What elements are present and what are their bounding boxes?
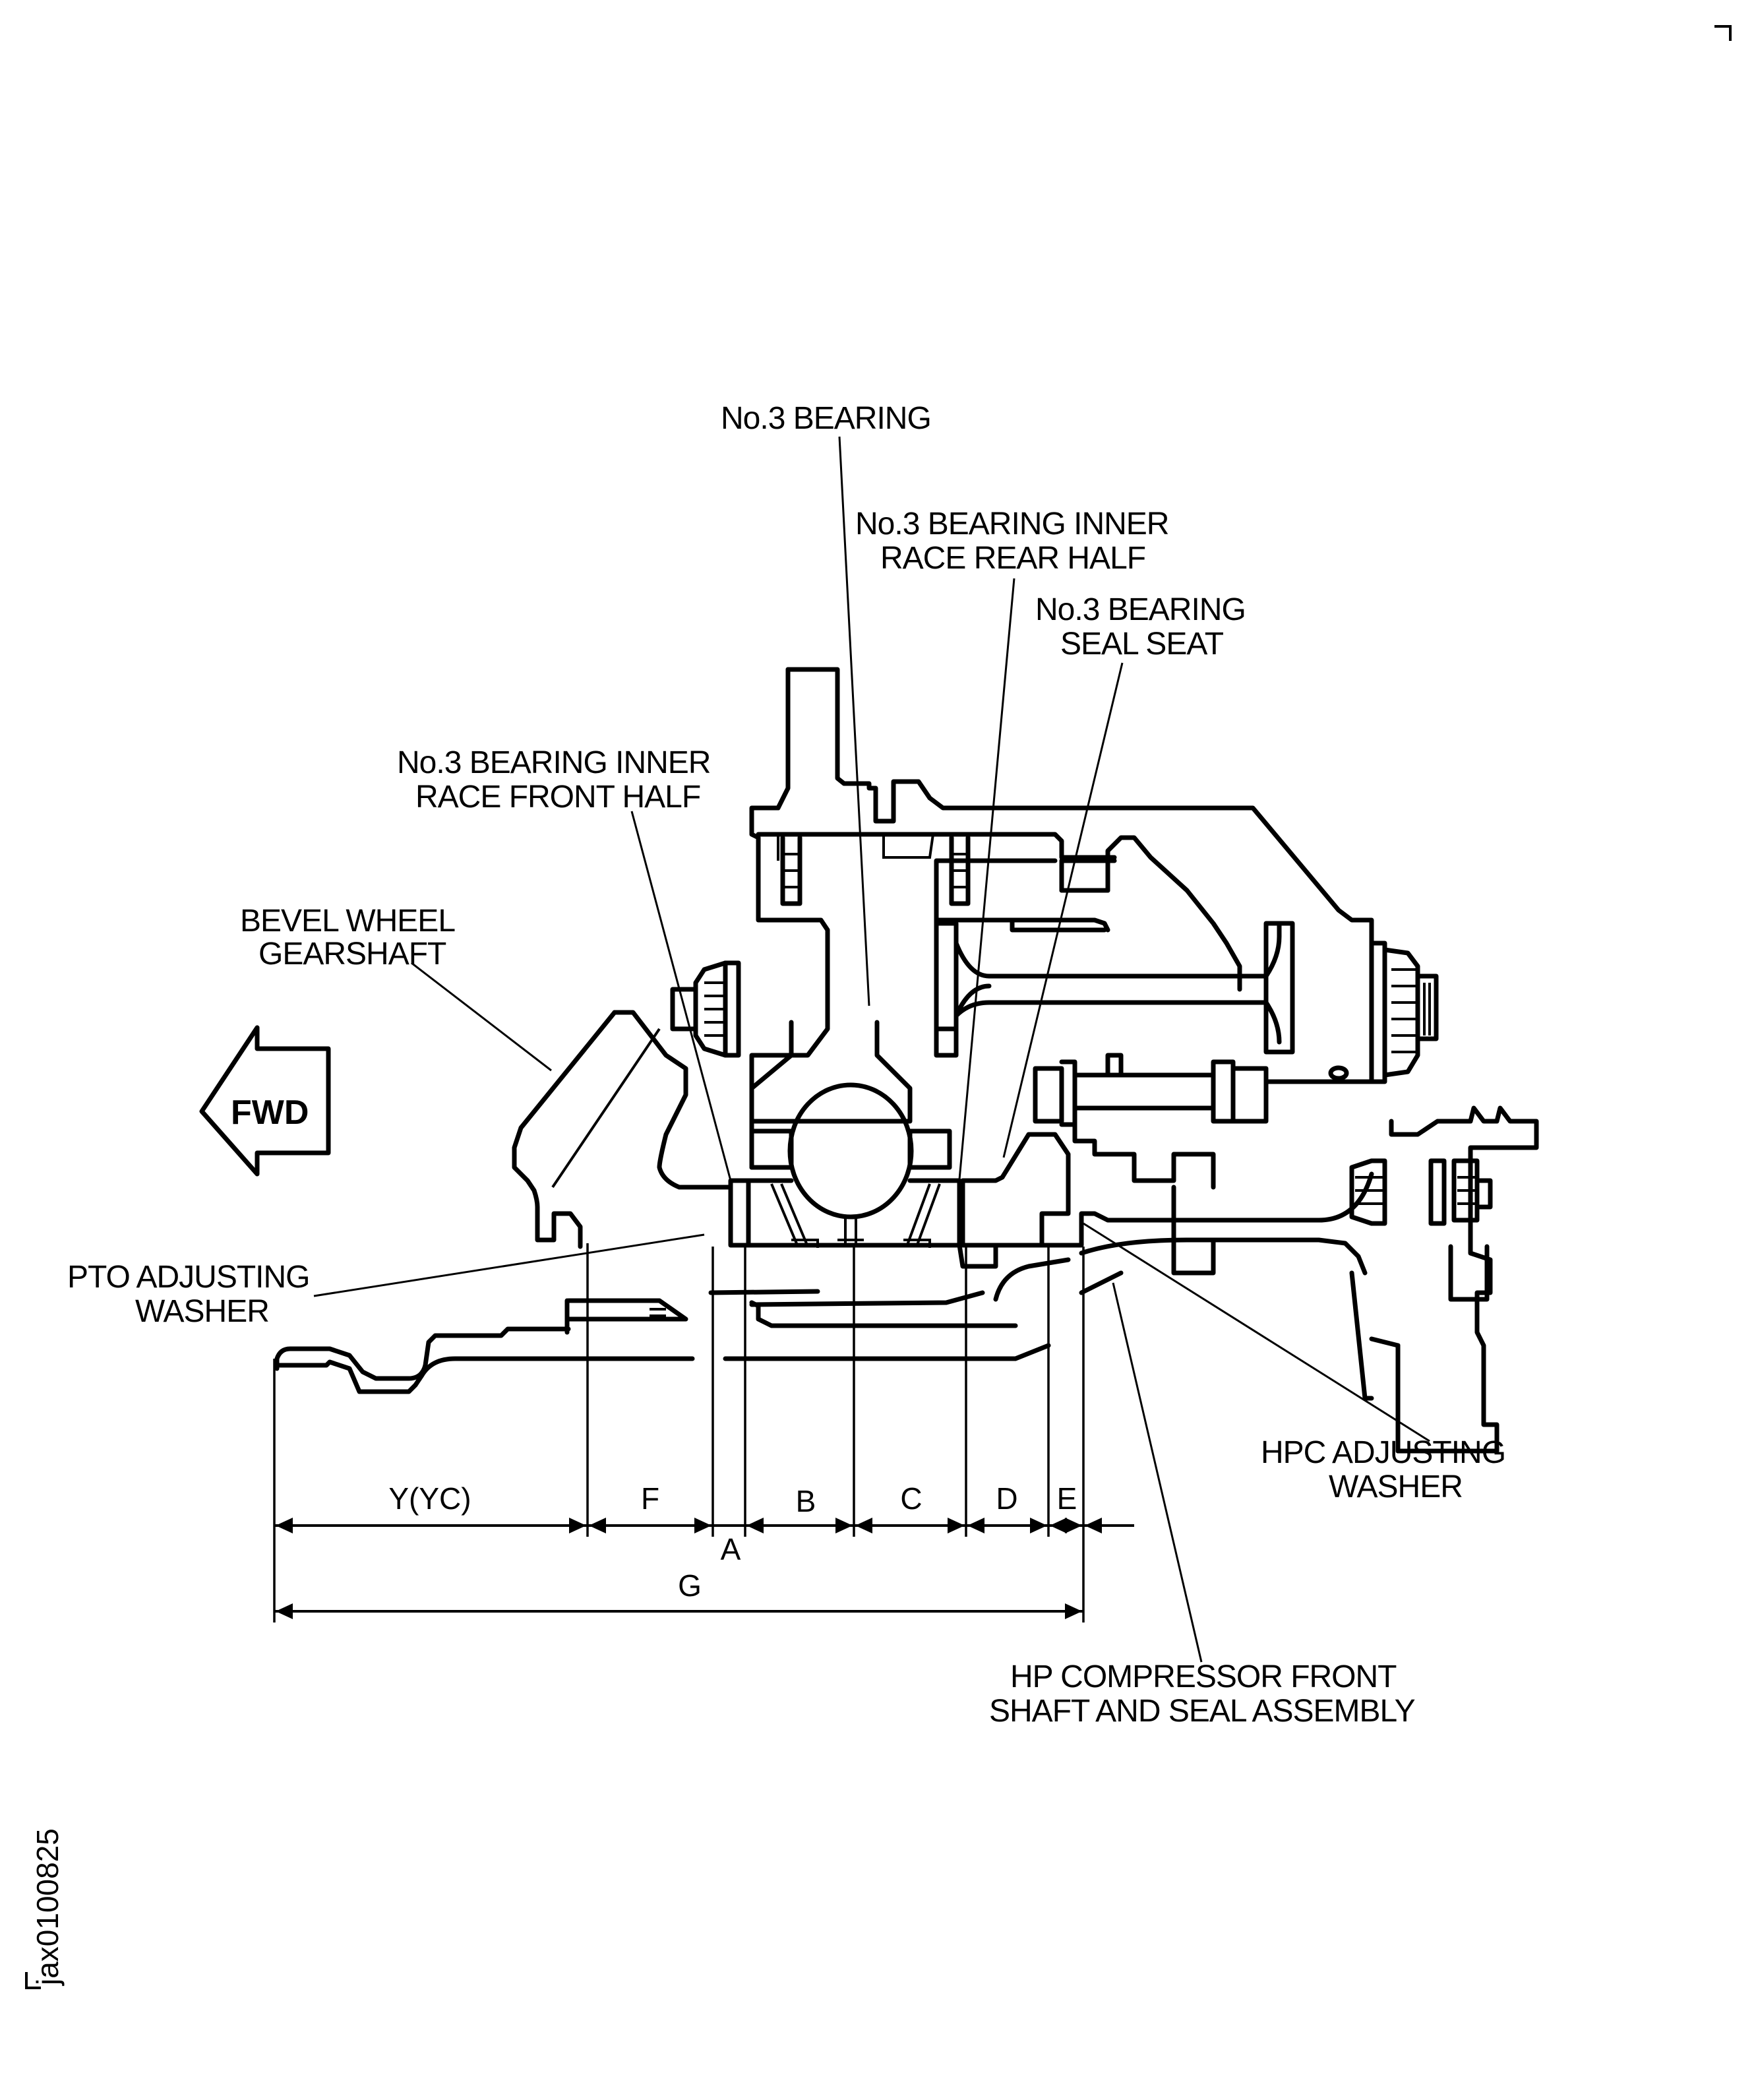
dimension-arrowhead — [746, 1518, 764, 1533]
callout-label-line1: No.3 BEARING INNER — [397, 745, 710, 780]
dimension-arrowhead — [967, 1518, 984, 1533]
callout-label-line2: WASHER — [135, 1294, 269, 1329]
dimension-label-a: A — [721, 1532, 741, 1566]
dimension-label-b: B — [796, 1484, 816, 1518]
fwd-direction-arrow: FWD — [199, 1025, 331, 1177]
callout-label-line1: No.3 BEARING INNER — [855, 507, 1168, 541]
bevel-wheel-gearshaft — [512, 1010, 733, 1249]
callout-no3-inner-race-rear-half: No.3 BEARING INNER RACE REAR HALF — [855, 507, 1169, 576]
callout-label-line2: SEAL SEAT — [1060, 627, 1224, 662]
callout-label-line2: WASHER — [1329, 1469, 1463, 1504]
pto-washer-block — [728, 1178, 751, 1248]
dimension-arrowhead — [855, 1518, 872, 1533]
race-block-right — [907, 1128, 952, 1170]
oil-port — [1328, 1065, 1349, 1081]
fwd-label: FWD — [231, 1094, 309, 1132]
callout-hp-compressor-front-shaft: HP COMPRESSOR FRONT SHAFT AND SEAL ASSEM… — [989, 1659, 1416, 1729]
hpc-flange — [1349, 1105, 1539, 1454]
callout-label-line1: HP COMPRESSOR FRONT — [1010, 1659, 1397, 1694]
dimension-arrowhead — [569, 1518, 586, 1533]
dimension-arrowhead — [589, 1518, 606, 1533]
dimension-label-d: D — [996, 1481, 1017, 1516]
figure-id: jax0100825 — [30, 1828, 65, 1987]
dimension-arrowhead — [276, 1518, 293, 1533]
leader-pto-adjusting-washer — [313, 1233, 705, 1297]
bearing-ball — [787, 1082, 914, 1220]
callout-label-line1: BEVEL WHEEL — [240, 904, 455, 939]
callout-label-line1: PTO ADJUSTING — [67, 1260, 310, 1295]
leader-inner-race-front-half — [630, 811, 732, 1181]
oil-pump-assembly — [1033, 1053, 1349, 1276]
callout-label: No.3 BEARING — [721, 401, 931, 436]
dimension-arrowhead — [1065, 1518, 1082, 1533]
leader-inner-race-rear-half — [957, 578, 1015, 1194]
bearing-support-cage — [934, 917, 1295, 1058]
leader-no3-bearing — [838, 436, 870, 1006]
callout-label-line2: RACE FRONT HALF — [415, 780, 700, 815]
leader-bevel-wheel-gearshaft — [411, 962, 552, 1072]
dimension-extension-lines — [273, 1243, 1085, 1622]
dimension-arrowhead — [1065, 1603, 1082, 1619]
callout-label-line2: RACE REAR HALF — [880, 541, 1145, 576]
dimension-arrowhead — [1085, 1518, 1102, 1533]
callout-pto-adjusting-washer: PTO ADJUSTING WASHER — [67, 1260, 311, 1329]
no3-bearing-seal-seat — [957, 1132, 1374, 1269]
leader-hpc-adjusting-washer — [1083, 1222, 1430, 1442]
no3-bearing — [728, 1020, 962, 1248]
dimension-overall: G — [274, 1568, 1083, 1619]
dimension-label-e: E — [1057, 1481, 1077, 1516]
dimension-arrowhead — [1050, 1518, 1067, 1533]
callout-label-line1: No.3 BEARING — [1035, 592, 1246, 627]
arrow-left-icon — [199, 1025, 331, 1177]
dimension-row: Y(YC) F A B C D E — [274, 1481, 1134, 1566]
dimension-label-c: C — [900, 1481, 922, 1516]
right-nut — [1369, 941, 1439, 1084]
callout-no3-seal-seat: No.3 BEARING SEAL SEAT — [1035, 592, 1246, 662]
callout-bevel-wheel-gearshaft: BEVEL WHEEL GEARSHAFT — [240, 904, 456, 972]
corner-mark-top-right — [1714, 25, 1732, 41]
corner-mark-bottom-left — [25, 1972, 41, 1989]
callout-label-line2: GEARSHAFT — [258, 937, 446, 972]
main-shaft — [274, 1237, 1374, 1401]
dimension-label-yyc: Y(YC) — [388, 1481, 471, 1516]
dimension-arrowhead — [835, 1518, 853, 1533]
dimension-arrowhead — [694, 1518, 711, 1533]
dimension-arrowhead — [276, 1603, 293, 1619]
callout-label-line2: SHAFT AND SEAL ASSEMBLY — [989, 1694, 1415, 1729]
callout-hpc-adjusting-washer: HPC ADJUSTING WASHER — [1261, 1435, 1506, 1504]
dimension-arrowhead — [1030, 1518, 1047, 1533]
leader-hp-compressor-shaft — [1112, 1282, 1203, 1663]
race-block-left — [749, 1128, 794, 1170]
upper-housing — [749, 667, 1374, 1170]
dimension-label-g: G — [678, 1568, 702, 1603]
dimension-arrowhead — [948, 1518, 965, 1533]
leader-seal-seat — [1002, 662, 1124, 1158]
inner-race — [746, 1178, 962, 1248]
left-nut — [670, 960, 741, 1058]
dimension-label-f: F — [641, 1481, 659, 1516]
callout-no3-inner-race-front-half: No.3 BEARING INNER RACE FRONT HALF — [397, 745, 711, 815]
callout-no3-bearing: No.3 BEARING — [721, 401, 932, 436]
